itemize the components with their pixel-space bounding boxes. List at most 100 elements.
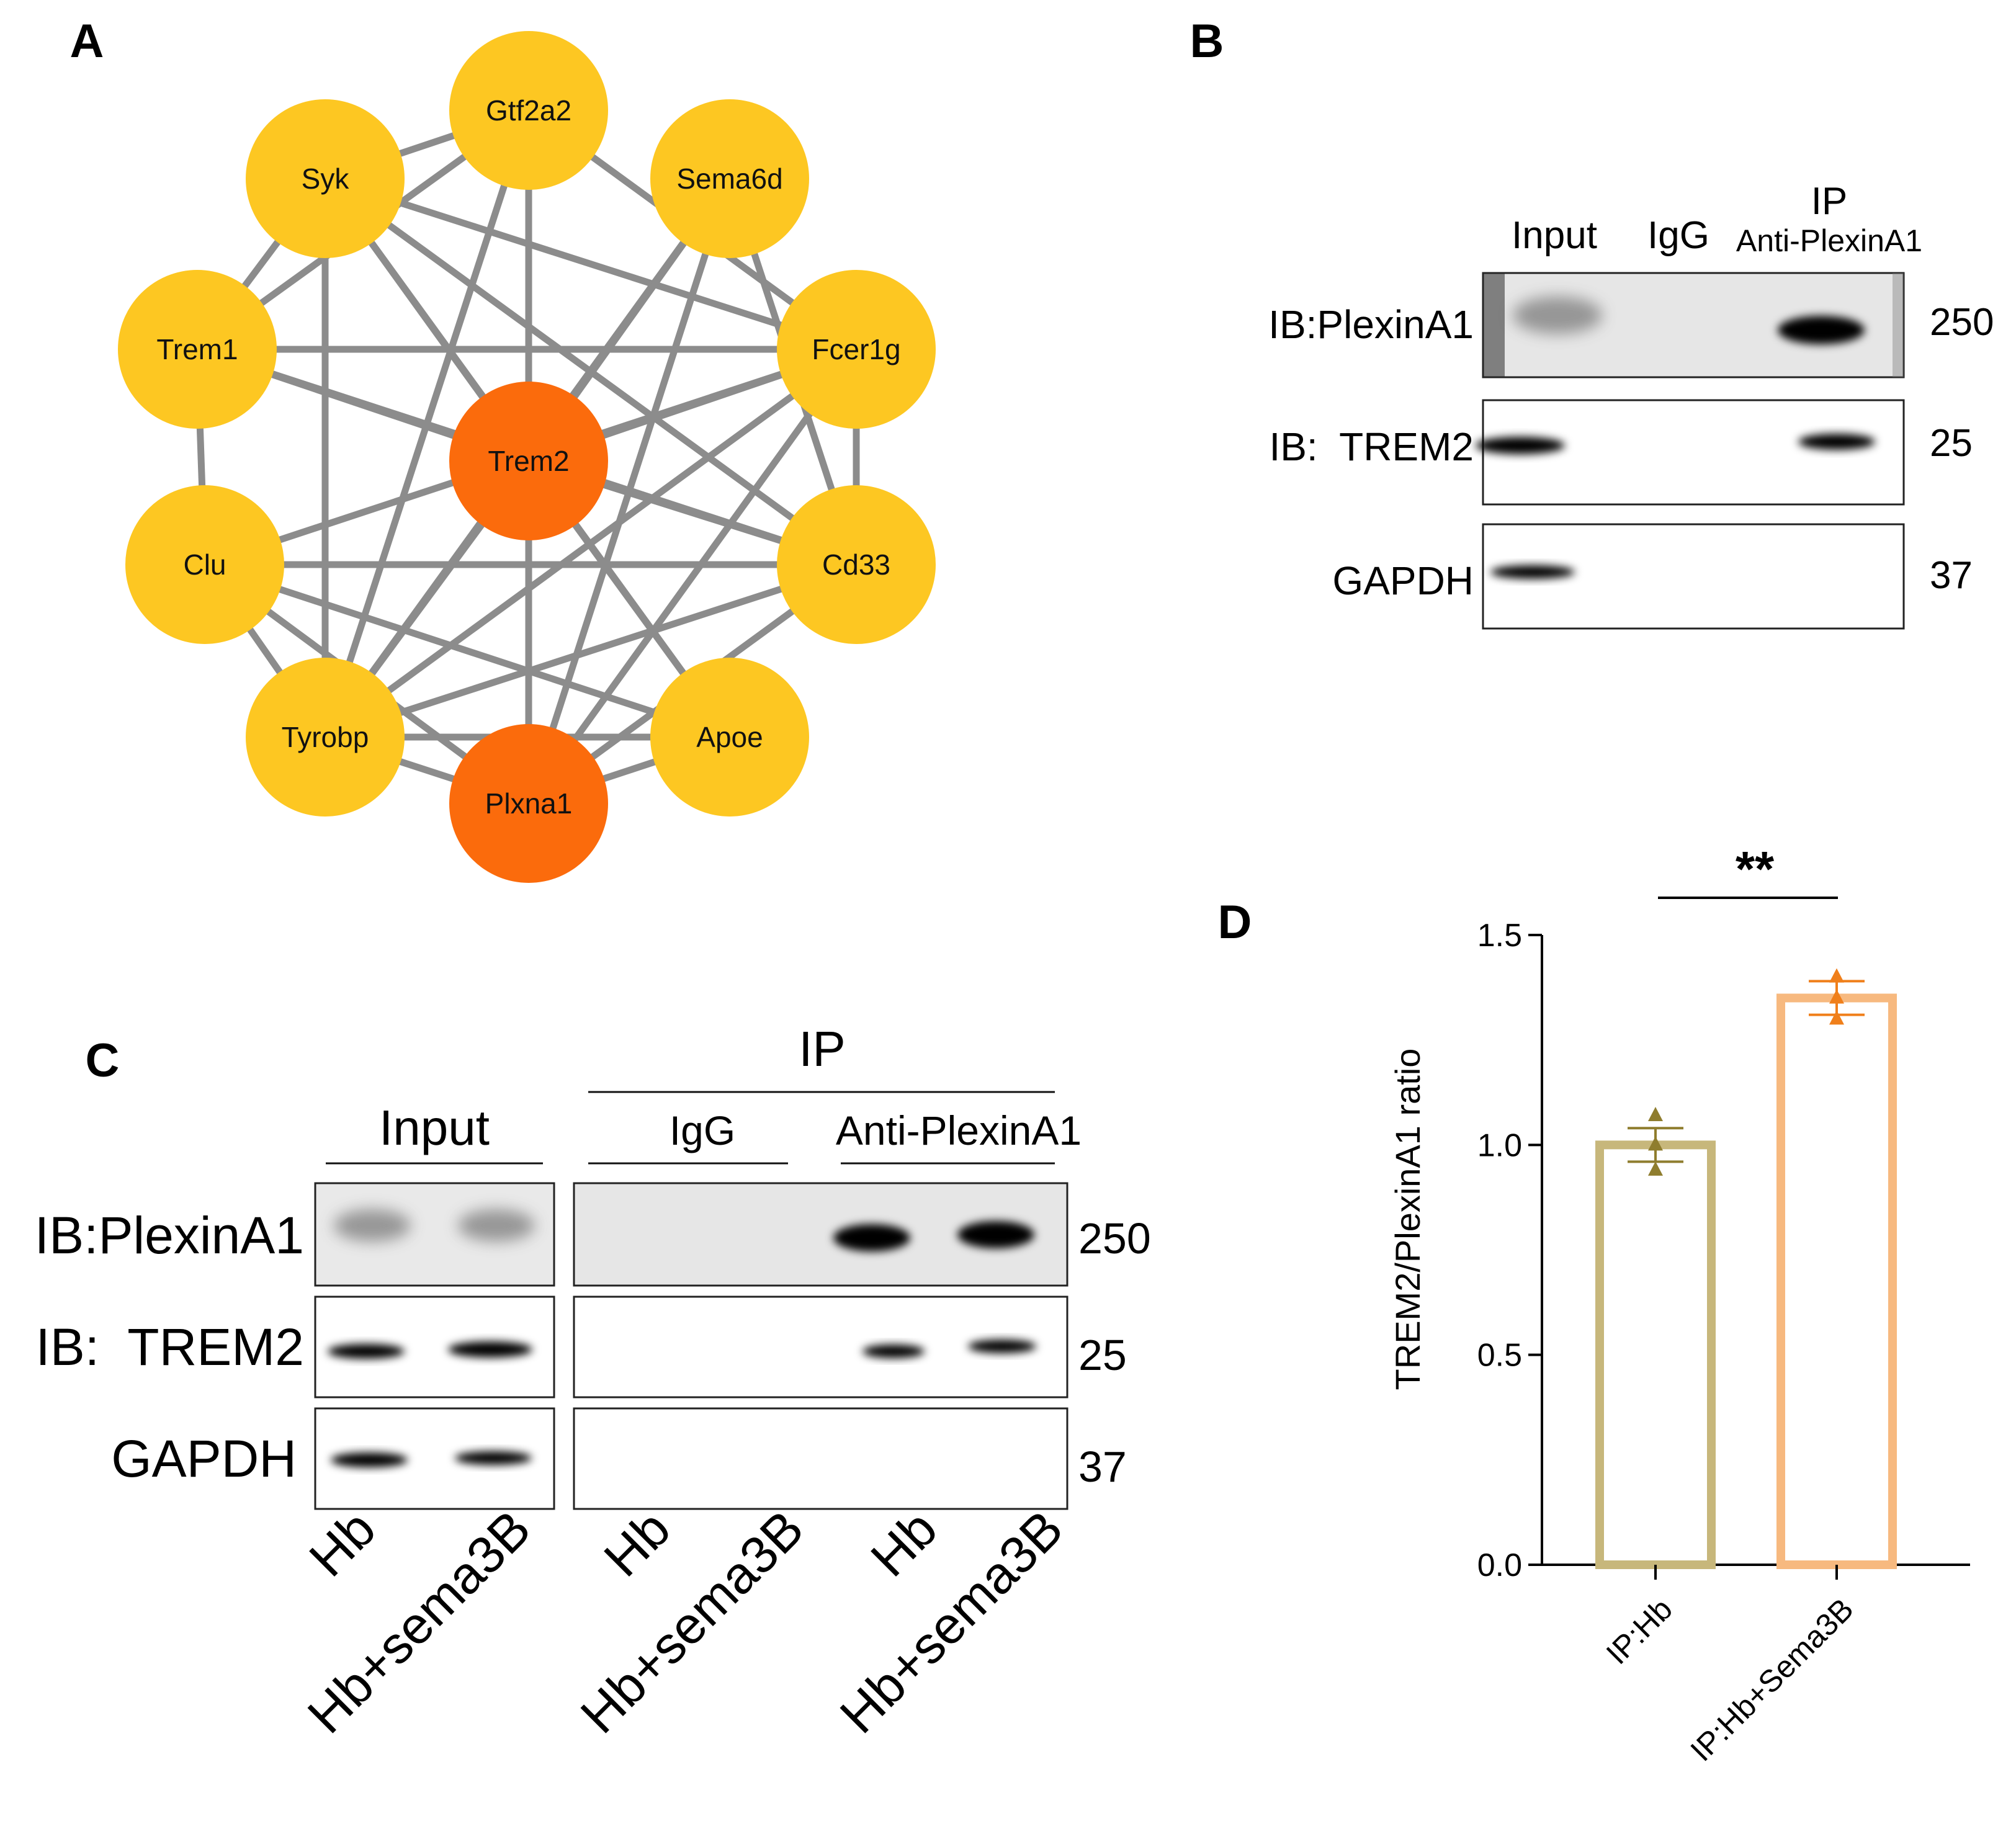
panel-b-ip-label: IP (1811, 180, 1848, 223)
node-label: Trem2 (488, 445, 569, 477)
network-edge (204, 561, 731, 741)
node-circle (449, 382, 608, 540)
panel-c-lane-1: Hb (298, 1499, 386, 1587)
panel-c-ip-label: IP (799, 1021, 846, 1076)
panel-b-band-input-gapdh (1490, 565, 1575, 579)
panel-c-group-igg: IgG (670, 1107, 735, 1153)
node-label: Gtf2a2 (486, 94, 571, 127)
panel-b-band-ip-plexina1 (1778, 316, 1865, 344)
panel-c-band-input-hbsema-plexina1 (458, 1209, 535, 1242)
data-point (1829, 968, 1844, 983)
bar (1776, 993, 1897, 1569)
panel-a-letter: A (70, 15, 104, 68)
panel-b-band-input-trem2 (1476, 437, 1565, 454)
node-label: Plxna1 (485, 787, 573, 820)
network-edge (526, 347, 859, 806)
panel-c-group-anti-plexina1: Anti-PlexinA1 (836, 1107, 1082, 1153)
node-clu: Clu (125, 485, 284, 644)
y-tick-label: 0.5 (1477, 1338, 1522, 1374)
data-point (1648, 1136, 1663, 1151)
panel-c-band-input-hb-plexina1 (334, 1209, 411, 1242)
panel-b-blot-edge-right (1893, 273, 1904, 377)
y-axis-title: TREM2/PlexinA1 ratio (1388, 1049, 1427, 1390)
panel-c-band-ip-hbsema-trem2 (968, 1340, 1036, 1353)
panel-b-row-trem2: IB: TREM2 (1269, 424, 1474, 469)
panel-b-lane-anti-plexina1: Anti-PlexinA1 (1736, 223, 1922, 258)
panel-c-band-input-hbsema-gapdh (455, 1451, 532, 1465)
panel-b-letter: B (1190, 15, 1224, 68)
panel-c-band-ip-hb-trem2 (862, 1345, 925, 1358)
node-circle (650, 99, 809, 258)
panel-c-group-input: Input (379, 1100, 490, 1155)
node-circle (118, 270, 277, 429)
panel-b-lane-igg: IgG (1647, 214, 1709, 257)
significance-label: ** (1736, 841, 1775, 897)
node-label: Tyrobp (282, 721, 369, 753)
node-apoe: Apoe (650, 658, 809, 817)
network-edge (324, 561, 858, 741)
panel-c-band-ip-hbsema-plexina1 (957, 1221, 1034, 1248)
node-syk: Syk (246, 99, 405, 258)
panel-c: C IP Input IgG Anti-PlexinA1 IB:PlexinA1… (35, 1021, 1151, 1744)
node-label: Trem1 (156, 333, 238, 365)
panel-b: B IP Input IgG Anti-PlexinA1 IB:PlexinA1… (1190, 15, 1994, 630)
panel-b-lane-input: Input (1512, 214, 1597, 257)
panel-c-lane-3: Hb (593, 1499, 681, 1587)
panel-b-blot-trem2 (1482, 399, 1905, 506)
node-label: Syk (302, 163, 350, 195)
panel-c-band-input-hb-trem2 (328, 1344, 405, 1359)
node-circle (777, 270, 936, 429)
panel-b-band-input-plexina1 (1513, 297, 1602, 334)
node-sema6d: Sema6d (650, 99, 809, 258)
node-trem1: Trem1 (118, 270, 277, 429)
node-circle (650, 658, 809, 817)
panel-c-blot-ip-gapdh (573, 1407, 1068, 1510)
y-tick-label: 1.0 (1477, 1127, 1522, 1163)
node-label: Sema6d (676, 163, 782, 195)
node-tyrobp: Tyrobp (246, 658, 405, 817)
network-edge (324, 175, 858, 353)
node-gtf2a2: Gtf2a2 (449, 31, 608, 190)
node-circle (246, 99, 405, 258)
panel-c-mw-25: 25 (1078, 1331, 1127, 1379)
data-point (1829, 1010, 1844, 1025)
panel-c-row-trem2: IB: TREM2 (35, 1318, 304, 1376)
panel-c-row-gapdh: GAPDH (111, 1430, 297, 1488)
node-circle (449, 31, 608, 190)
data-point (1829, 989, 1844, 1004)
panel-c-lane-5: Hb (859, 1499, 948, 1587)
panel-b-mw-25: 25 (1930, 422, 1973, 465)
node-label: Apoe (696, 721, 763, 753)
data-point (1648, 1161, 1663, 1176)
y-tick-label: 1.5 (1477, 918, 1522, 954)
panel-b-row-gapdh: GAPDH (1332, 558, 1474, 603)
panel-b-row-plexina1: IB:PlexinA1 (1268, 302, 1474, 347)
node-label: Clu (183, 548, 226, 581)
node-cd33: Cd33 (777, 485, 936, 644)
node-label: Cd33 (822, 548, 890, 581)
node-circle (125, 485, 284, 644)
panel-b-mw-250: 250 (1930, 301, 1994, 344)
panel-b-blot-edge (1483, 273, 1505, 377)
node-fcer1g: Fcer1g (777, 270, 936, 429)
panel-c-lane-6: Hb+sema3B (829, 1499, 1074, 1744)
panel-c-row-plexina1: IB:PlexinA1 (35, 1206, 304, 1264)
data-point (1648, 1106, 1663, 1121)
x-tick-label: IP:Hb (1600, 1591, 1679, 1671)
node-circle (777, 485, 936, 644)
panel-c-mw-250: 250 (1078, 1214, 1151, 1263)
node-circle (246, 658, 405, 817)
node-label: Fcer1g (812, 333, 900, 365)
panel-c-letter: C (86, 1034, 120, 1087)
x-tick-label: IP:Hb+Sema3B (1683, 1591, 1860, 1768)
node-circle (449, 724, 608, 883)
panel-d: D ** TREM2/PlexinA1 ratio 0.00.51.01.5IP… (1218, 841, 1970, 1768)
node-plxna1: Plxna1 (449, 724, 608, 883)
panel-b-band-ip-trem2 (1798, 434, 1875, 450)
y-tick-label: 0.0 (1477, 1547, 1522, 1583)
panel-c-band-ip-hb-plexina1 (833, 1224, 910, 1251)
